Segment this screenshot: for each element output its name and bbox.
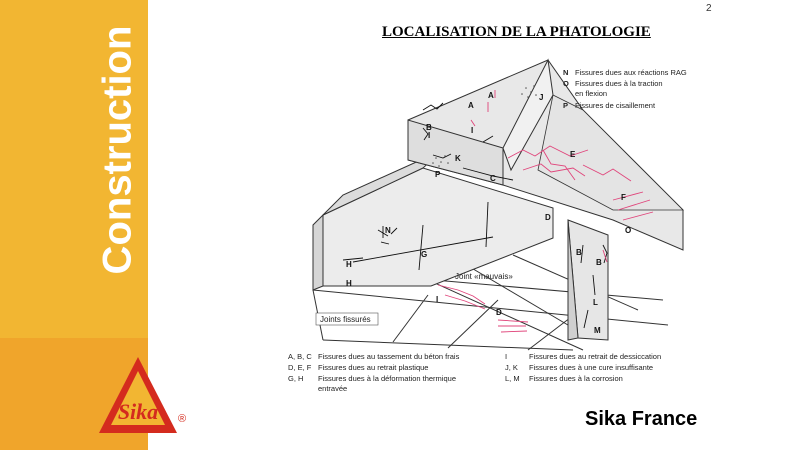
legend-code: G, H bbox=[288, 374, 303, 383]
slide-title: LOCALISATION DE LA PHATOLOGIE bbox=[382, 24, 651, 40]
letter-G: G bbox=[421, 250, 427, 259]
letter-F: F bbox=[621, 193, 626, 202]
letter-D: D bbox=[545, 213, 551, 222]
column bbox=[567, 219, 609, 341]
letter-I: I bbox=[428, 131, 430, 140]
legend-bottom-right: I Fissures dues au retrait de dessiccati… bbox=[505, 352, 661, 383]
pathology-diagram: A A B B B C D D E F G H H I I I J K L M … bbox=[288, 58, 687, 393]
legend-code: P bbox=[563, 101, 568, 110]
legend-code: L, M bbox=[505, 374, 520, 383]
letter-J: J bbox=[539, 93, 543, 102]
legend-text: Fissures dues à la traction bbox=[575, 79, 663, 88]
sika-logo: Sika bbox=[99, 357, 177, 433]
footer-brand: Sika France bbox=[585, 408, 698, 430]
callout-joints-fissures: Joints fissurés bbox=[320, 315, 371, 324]
concrete-wall bbox=[312, 149, 554, 291]
legend-code: A, B, C bbox=[288, 352, 312, 361]
legend-text: Fissures dues aux réactions RAG bbox=[575, 68, 687, 77]
legend-top: N Fissures dues aux réactions RAG O Fiss… bbox=[563, 68, 687, 110]
legend-text: Fissures dues au retrait de dessiccation bbox=[529, 352, 661, 361]
legend-bottom-left: A, B, C Fissures dues au tassement du bé… bbox=[288, 352, 460, 393]
letter-L: L bbox=[593, 298, 598, 307]
legend-code: I bbox=[505, 352, 507, 361]
letter-D: D bbox=[496, 308, 502, 317]
page-number: 2 bbox=[706, 3, 712, 14]
legend-code: J, K bbox=[505, 363, 518, 372]
letter-A: A bbox=[468, 101, 474, 110]
legend-code: N bbox=[563, 68, 568, 77]
speckle-k bbox=[432, 155, 449, 167]
black-cracks bbox=[342, 102, 608, 329]
letter-K: K bbox=[455, 154, 461, 163]
letter-B: B bbox=[596, 258, 602, 267]
legend-text: Fissures de cisaillement bbox=[575, 101, 656, 110]
letter-O: O bbox=[625, 226, 631, 235]
callout-box bbox=[315, 312, 379, 326]
letter-H: H bbox=[346, 279, 352, 288]
legend-text: Fissures dues au tassement du béton frai… bbox=[318, 352, 460, 361]
legend-text: Fissures dues à une cure insuffisante bbox=[529, 363, 653, 372]
legend-code: O bbox=[563, 79, 569, 88]
letter-P: P bbox=[435, 170, 441, 179]
letter-B: B bbox=[576, 248, 582, 257]
sidebar-title: Construction bbox=[95, 25, 140, 275]
speckle-j bbox=[521, 85, 537, 98]
letter-A: A bbox=[488, 91, 494, 100]
registered-mark: ® bbox=[178, 413, 187, 425]
callout-joint-mauvais: Joint «mauvais» bbox=[455, 272, 513, 281]
red-cracks bbox=[437, 90, 654, 333]
letter-N: N bbox=[385, 226, 391, 235]
legend-code: D, E, F bbox=[288, 363, 312, 372]
diagram-letters: A A B B B C D D E F G H H I I I J K L M … bbox=[346, 91, 631, 335]
letter-H: H bbox=[346, 260, 352, 269]
legend-text: Fissures dues à la déformation thermique bbox=[318, 374, 456, 383]
letter-E: E bbox=[570, 150, 576, 159]
sidebar-yellow-band bbox=[0, 0, 148, 338]
legend-text: Fissures dues au retrait plastique bbox=[318, 363, 428, 372]
letter-I: I bbox=[471, 126, 473, 135]
legend-text: en flexion bbox=[575, 89, 607, 98]
letter-I: I bbox=[436, 295, 438, 304]
logo-text: Sika bbox=[118, 399, 158, 424]
letter-M: M bbox=[594, 326, 601, 335]
letter-C: C bbox=[490, 174, 496, 183]
legend-text: entravée bbox=[318, 384, 347, 393]
legend-text: Fissures dues à la corrosion bbox=[529, 374, 623, 383]
letter-B: B bbox=[426, 123, 432, 132]
